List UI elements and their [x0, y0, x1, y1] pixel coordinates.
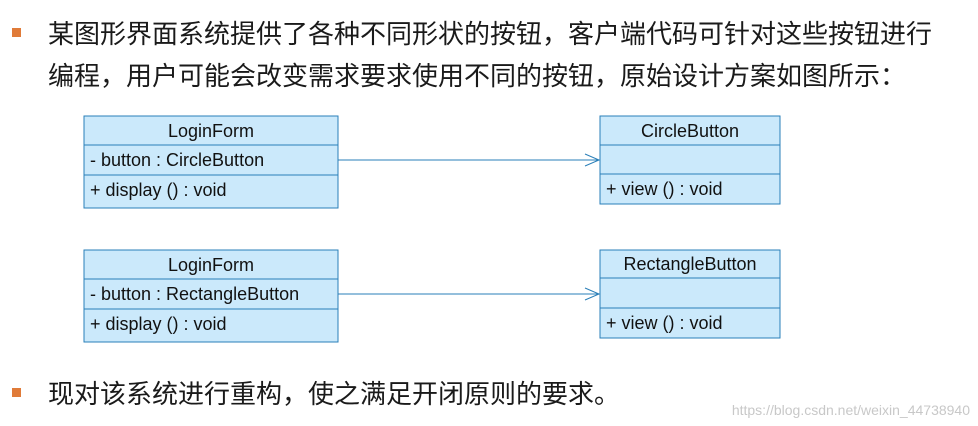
bullet-2-text: 现对该系统进行重构，使之满足开闭原则的要求。 — [48, 380, 621, 410]
class-name: LoginForm — [168, 255, 254, 275]
association-arrow-2 — [338, 287, 601, 301]
bullet-item-1-continued: 编程，用户可能会改变需求要求使用不同的按钮，原始设计方案如图所示： — [12, 56, 906, 98]
class-box — [599, 115, 781, 205]
class-name: CircleButton — [641, 121, 739, 141]
bullet-marker-icon — [12, 388, 21, 397]
class-name: RectangleButton — [623, 254, 756, 274]
class-rectanglebutton: RectangleButton + view () : void — [599, 249, 781, 339]
class-operation: + view () : void — [606, 313, 723, 333]
class-operation: + display () : void — [90, 314, 227, 334]
watermark: https://blog.csdn.net/weixin_44738940 — [731, 402, 970, 418]
class-operation: + display () : void — [90, 180, 227, 200]
class-box — [83, 249, 339, 343]
class-operation: + view () : void — [606, 179, 723, 199]
arrowhead-icon — [584, 153, 601, 167]
arrowhead-icon — [584, 287, 601, 301]
bullet-item-2: 现对该系统进行重构，使之满足开闭原则的要求。 — [12, 374, 620, 416]
class-circlebutton: CircleButton + view () : void — [599, 115, 781, 205]
class-attribute: - button : CircleButton — [90, 150, 264, 170]
class-box — [83, 115, 339, 209]
bullet-marker-icon — [12, 28, 21, 37]
bullet-item-1: 某图形界面系统提供了各种不同形状的按钮，客户端代码可针对这些按钮进行 — [12, 14, 932, 56]
class-loginform-circle: LoginForm - button : CircleButton + disp… — [83, 115, 339, 209]
class-box — [599, 249, 781, 339]
bullet-1-line-1: 某图形界面系统提供了各种不同形状的按钮，客户端代码可针对这些按钮进行 — [48, 20, 933, 50]
bullet-1-line-2: 编程，用户可能会改变需求要求使用不同的按钮，原始设计方案如图所示： — [48, 62, 907, 92]
class-attribute: - button : RectangleButton — [90, 284, 299, 304]
association-arrow-1 — [338, 153, 601, 167]
class-name: LoginForm — [168, 121, 254, 141]
class-loginform-rectangle: LoginForm - button : RectangleButton + d… — [83, 249, 339, 343]
